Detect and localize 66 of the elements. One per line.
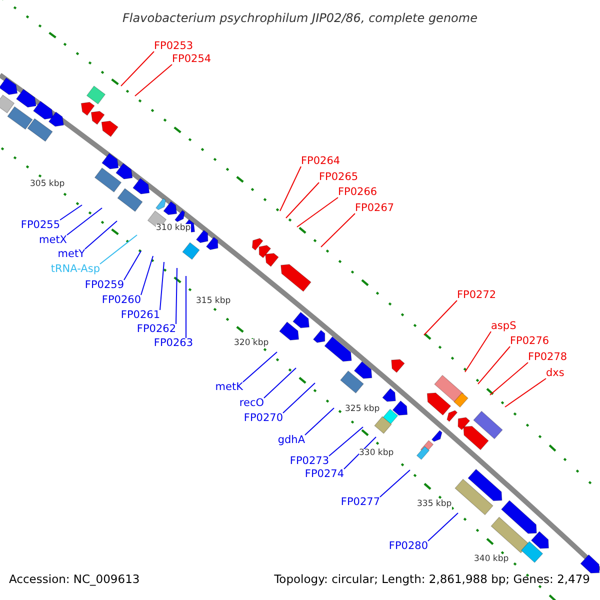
gene-label: metK <box>215 382 243 392</box>
scale-label: 320 kbp <box>234 339 269 348</box>
gene-label: FP0259 <box>84 280 124 290</box>
gene-label: FP0265 <box>319 172 358 182</box>
gene-label: FP0270 <box>244 413 283 424</box>
gene-label: FP0263 <box>154 338 193 348</box>
gene-label: metX <box>39 235 67 246</box>
leader-line <box>296 197 338 228</box>
gene-label: FP0254 <box>172 54 212 64</box>
leader-line <box>140 256 154 296</box>
gene-label: gdhA <box>278 435 305 446</box>
leader-line <box>120 51 154 86</box>
gene-label: aspS <box>491 321 516 332</box>
leader-line <box>66 208 102 236</box>
gene-label: recO <box>239 398 264 408</box>
leader-line <box>282 382 316 414</box>
gene-label: FP0280 <box>388 541 428 552</box>
leader-line <box>264 368 296 398</box>
leader-line <box>60 204 82 220</box>
scale-label: 310 kbp <box>156 224 191 232</box>
gene-label: FP0266 <box>338 187 378 198</box>
leader-line <box>280 166 302 212</box>
leader-line <box>84 220 118 250</box>
scale-label: 315 kbp <box>196 297 231 306</box>
genome-stats-text: Topology: circular; Length: 2,861,988 bp; Genes: 2,479 <box>274 574 590 586</box>
scale-label: 340 kbp <box>474 555 509 564</box>
gene-label: FP0272 <box>457 290 496 300</box>
gene-label: FP0277 <box>340 497 380 508</box>
leader-line <box>176 268 178 324</box>
leader-line <box>304 408 334 436</box>
scale-label: 325 kbp <box>345 405 380 414</box>
scale-label: 330 kbp <box>359 449 394 458</box>
leader-line <box>134 64 172 96</box>
gene-label: FP0260 <box>102 295 141 306</box>
gene-label: FP0253 <box>154 41 194 52</box>
gene-label: FP0261 <box>120 310 160 320</box>
leader-line <box>320 213 356 248</box>
leader-line <box>478 346 510 384</box>
leader-line <box>124 250 142 280</box>
gene-label: FP0278 <box>528 352 568 362</box>
gene-label: FP0264 <box>301 156 340 166</box>
gene-label: dxs <box>546 368 564 378</box>
gene-label: FP0267 <box>355 203 394 214</box>
leader-line <box>424 300 458 336</box>
leader-line <box>380 470 410 498</box>
leader-line <box>242 352 278 382</box>
leader-line <box>490 362 528 396</box>
leader-line <box>428 512 458 542</box>
gene-label: FP0274 <box>304 469 344 480</box>
scale-label: 335 kbp <box>417 500 452 508</box>
gene-label: tRNA-Asp <box>50 264 100 274</box>
gene-label: metY <box>58 249 85 260</box>
title-text: Flavobacterium psychrophilum JIP02/86, complete genome <box>122 12 478 24</box>
leader-line <box>100 234 138 264</box>
gene-label: FP0276 <box>510 336 550 346</box>
leader-line <box>344 436 376 470</box>
leader-line <box>286 182 320 218</box>
leader-line <box>464 331 492 372</box>
gene-label: FP0255 <box>20 220 60 230</box>
gene-label: FP0262 <box>136 324 176 334</box>
leader-line <box>504 378 546 408</box>
scale-label: 305 kbp <box>30 180 65 188</box>
accession-text: Accession: NC_009613 <box>9 574 140 586</box>
leader-line <box>328 426 364 456</box>
gene-label: FP0273 <box>290 456 329 466</box>
leader-line <box>160 262 164 310</box>
